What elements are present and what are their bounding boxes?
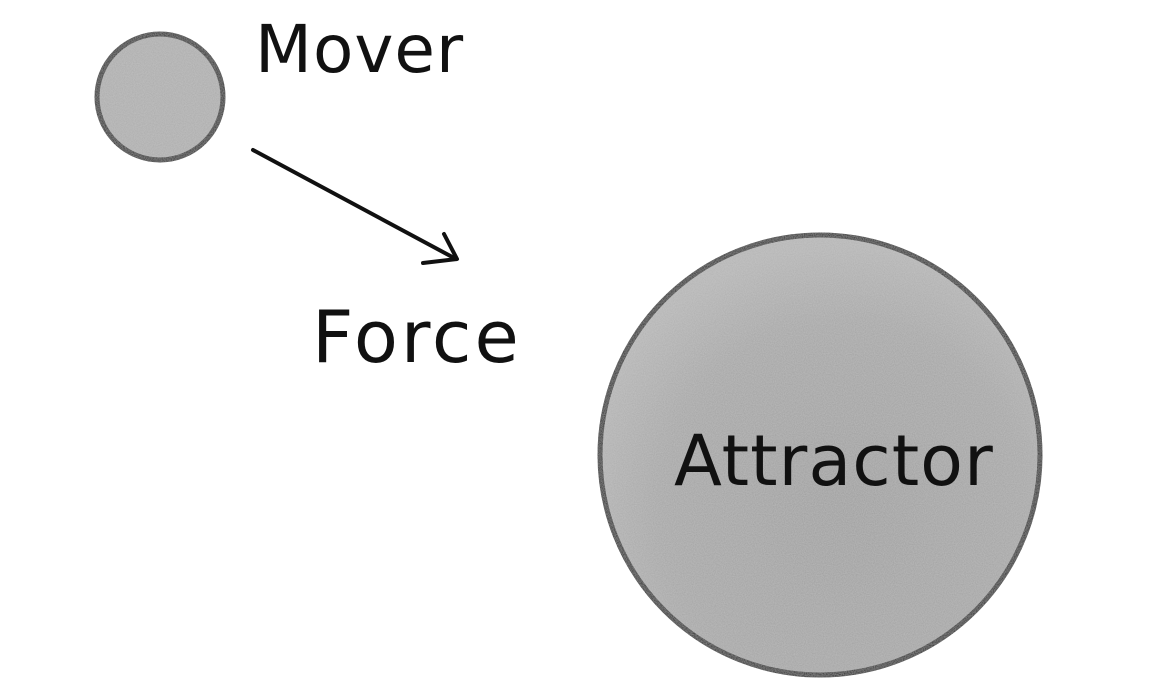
mover-circle (94, 31, 226, 163)
force-arrow-head (421, 232, 459, 265)
attractor-label: Attractor (674, 420, 994, 502)
mover-label: Mover (255, 11, 464, 88)
force-arrow (251, 148, 459, 265)
mover (94, 31, 226, 163)
attractor-circle (597, 232, 1043, 678)
attractor (597, 232, 1043, 678)
force-arrow-shaft (251, 148, 458, 261)
force-label: Force (312, 295, 522, 379)
